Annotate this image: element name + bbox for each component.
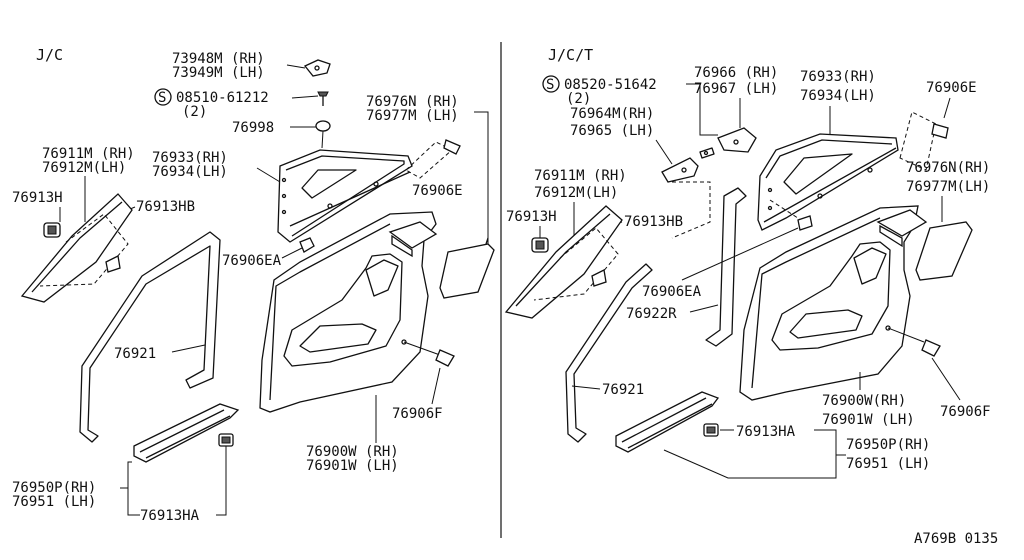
clip-76906e-r-icon <box>931 123 949 139</box>
label-76977m-r: 76977M(LH) <box>906 179 990 195</box>
clip-76913ha-icon <box>218 433 234 447</box>
label-76913hb-r: 76913HB <box>624 214 683 230</box>
pillar-trim-76911m-r-icon <box>504 205 623 319</box>
label-76921-r: 76921 <box>602 382 644 398</box>
side-trim-panel-76900w-r-icon <box>739 205 928 401</box>
quarter-cover-76976n-r-icon <box>915 221 973 281</box>
label-76913ha-r: 76913HA <box>736 424 796 440</box>
label-76906e-r: 76906E <box>926 80 977 96</box>
label-76921: 76921 <box>114 346 156 362</box>
label-76906ea: 76906EA <box>222 253 282 269</box>
label-76901w-r: 76901W (LH) <box>822 412 915 428</box>
screws-pair-icon <box>699 147 715 159</box>
weatherstrip-76922r-icon <box>705 187 747 347</box>
label-76934-r: 76934(LH) <box>800 88 876 104</box>
label-76977m: 76977M (LH) <box>366 108 459 124</box>
label-76922r: 76922R <box>626 306 677 322</box>
clip-76913ha-r-icon <box>703 423 719 437</box>
scuff-plate-76950p-icon <box>133 403 240 463</box>
label-screw-qty: (2) <box>566 91 591 107</box>
label-76964m: 76964M(RH) <box>570 106 654 122</box>
label-76906e: 76906E <box>412 183 463 199</box>
left-panel: J/C 73948M (RH) 73949M (LH) S 08510-6121… <box>12 46 495 524</box>
label-76912m-r: 76912M(LH) <box>534 185 618 201</box>
clip-76906f-icon <box>435 349 455 367</box>
left-panel-header: J/C <box>36 46 63 64</box>
label-73949m: 73949M (LH) <box>172 65 265 81</box>
label-76951-r: 76951 (LH) <box>846 456 930 472</box>
label-76906f: 76906F <box>392 406 443 422</box>
side-trim-panel-76900w-icon <box>259 211 438 413</box>
right-panel: J/C/T S 08520-51642 (2) 76966 (RH) 76967… <box>504 46 991 479</box>
label-screw-08520: 08520-51642 <box>564 77 657 93</box>
label-76998: 76998 <box>232 120 274 136</box>
label-76934: 76934(LH) <box>152 164 228 180</box>
clip-76906e-icon <box>443 139 461 155</box>
svg-text:S: S <box>546 77 554 93</box>
clip-73948m-icon <box>303 59 331 77</box>
clip-76913hb-icon <box>105 255 121 273</box>
label-76900w: 76900W (RH) <box>306 444 399 460</box>
label-76901w: 76901W (LH) <box>306 458 399 474</box>
screw-icon <box>317 91 329 106</box>
upper-trim-panel-76933-r-icon <box>757 133 899 231</box>
cap-76998-icon <box>315 120 331 132</box>
scuff-plate-76950p-r-icon <box>615 391 720 453</box>
weatherstrip-76921-icon <box>79 231 221 443</box>
clip-76906ea-r-icon <box>797 215 813 231</box>
hinge-cover-76966-icon <box>717 127 757 153</box>
label-76906ea-r: 76906EA <box>642 284 702 300</box>
screw-symbol-s-icon: S <box>542 75 560 93</box>
label-76966: 76966 (RH) <box>694 65 778 81</box>
drawing-code: A769B 0135 <box>914 531 998 547</box>
label-76912m: 76912M(LH) <box>42 160 126 176</box>
bracket-76964m-icon <box>661 157 699 183</box>
label-76933-r: 76933(RH) <box>800 69 876 85</box>
label-76976n-r: 76976N(RH) <box>906 160 990 176</box>
label-76950p-r: 76950P(RH) <box>846 437 930 453</box>
clip-76913h-r-icon <box>531 237 549 253</box>
clip-76906f-r-icon <box>921 339 941 357</box>
label-76906f-r: 76906F <box>940 404 991 420</box>
pillar-trim-76911m-icon <box>20 193 133 303</box>
weatherstrip-76921-r-icon <box>565 263 653 443</box>
screw-symbol-s-icon: S <box>154 88 172 106</box>
label-76900w-r: 76900W(RH) <box>822 393 906 409</box>
label-76913hb: 76913HB <box>136 199 195 215</box>
label-screw-qty: (2) <box>182 104 207 120</box>
label-76967: 76967 (LH) <box>694 81 778 97</box>
label-76951: 76951 (LH) <box>12 494 96 510</box>
label-76911m: 76911M (RH) <box>42 146 135 162</box>
label-73948m: 73948M (RH) <box>172 51 265 67</box>
label-76913ha: 76913HA <box>140 508 200 524</box>
label-76913h: 76913H <box>12 190 63 206</box>
label-76950p: 76950P(RH) <box>12 480 96 496</box>
clip-76913h-icon <box>43 222 61 238</box>
clip-76913hb-r-icon <box>591 269 607 287</box>
quarter-cover-76976n-icon <box>439 237 495 299</box>
right-panel-header: J/C/T <box>548 46 593 64</box>
label-76976n: 76976N (RH) <box>366 94 459 110</box>
label-76933: 76933(RH) <box>152 150 228 166</box>
label-screw-08510: 08510-61212 <box>176 90 269 106</box>
label-76913h-r: 76913H <box>506 209 557 225</box>
upper-trim-panel-76933-icon <box>277 149 413 243</box>
label-76911m-r: 76911M (RH) <box>534 168 627 184</box>
label-76965: 76965 (LH) <box>570 123 654 139</box>
svg-text:S: S <box>158 90 166 106</box>
clip-76906ea-icon <box>299 237 315 253</box>
